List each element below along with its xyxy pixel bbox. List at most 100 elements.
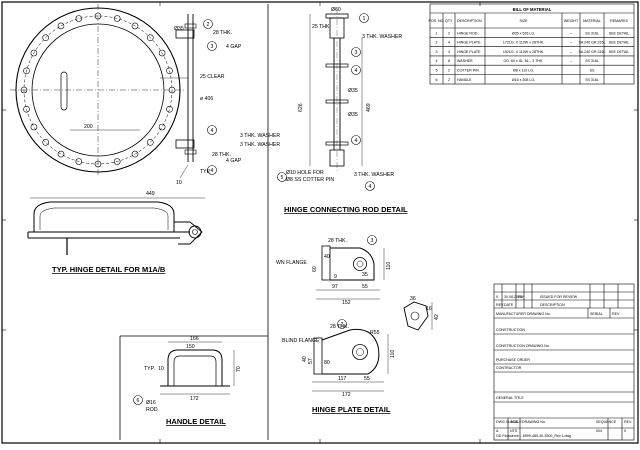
- dim-label: ø 406: [200, 96, 213, 102]
- bolt-hole: [158, 123, 166, 131]
- dim-label: 110: [386, 262, 392, 270]
- bolt-hole: [75, 15, 83, 22]
- balloon-label: 5: [281, 175, 284, 181]
- balloon-label: 3: [371, 238, 374, 244]
- dim-label: 200: [84, 124, 93, 130]
- dim-label: 40: [302, 356, 308, 362]
- dim-label: 80: [324, 360, 330, 366]
- footer-value: NTS: [510, 429, 518, 433]
- bom-cell: 2: [448, 31, 450, 35]
- plate-side-detail: [403, 301, 433, 331]
- bom-cell: 4: [448, 50, 450, 54]
- bolt-hole: [147, 139, 154, 146]
- handle-view: [160, 341, 235, 395]
- balloon: [367, 235, 377, 245]
- bom-header: POS. NO.: [429, 19, 445, 23]
- dim-label: 4 GAP: [226, 158, 242, 164]
- bom-cell: SS: [590, 69, 595, 73]
- dim-label: 3 THK. WASHER: [240, 133, 280, 139]
- bom-cell: –: [570, 59, 572, 63]
- bom-cell: HINGE ROD: [457, 31, 478, 35]
- bolt-hole: [158, 49, 166, 57]
- bom-cell: 6: [436, 78, 438, 82]
- bom-cell: SA 240 GR.316L: [579, 50, 606, 54]
- dim-label: 36: [410, 296, 416, 302]
- rev-header: REV.: [496, 303, 504, 307]
- balloon-label: 4: [211, 128, 214, 134]
- dim-label: 60: [312, 266, 318, 272]
- bom-header: QTY.: [445, 19, 453, 23]
- title-handle-detail: HANDLE DETAIL: [166, 417, 226, 426]
- dim-label: 449: [146, 191, 155, 197]
- balloon-label: 4: [369, 184, 372, 190]
- footer-value: 0: [624, 429, 626, 433]
- balloon: [337, 319, 347, 329]
- bolt-hole: [131, 150, 139, 158]
- bom-cell: –: [570, 41, 572, 45]
- rod-balloons: 1 3 4 4 5 4: [277, 13, 375, 191]
- border-ticks: [2, 2, 638, 443]
- bom-cell: 2: [436, 41, 438, 45]
- title-block-label: MANUFACTURER DRAWING No.: [496, 312, 551, 316]
- title-block-label: REV.: [612, 312, 620, 316]
- dim-label: Ø8 SS COTTER PIN: [286, 177, 334, 183]
- dim-label: TYP.: [200, 169, 211, 175]
- rev-cell: ISSUED FOR REVIEW: [540, 295, 578, 299]
- balloon-label: 2: [207, 22, 210, 28]
- dim-label: 57: [308, 358, 314, 364]
- connecting-rod-view: [309, 8, 363, 172]
- title-plate-detail: HINGE PLATE DETAIL: [312, 405, 391, 414]
- bom-cell: Ø35 x 526 LG.: [512, 31, 535, 35]
- balloon-label: 3: [355, 50, 358, 56]
- dim-label: 150: [186, 344, 195, 350]
- bolt-hole: [30, 123, 38, 131]
- balloon-label: 6: [137, 398, 140, 404]
- dim-label: 469: [366, 103, 372, 112]
- bolt-hole: [42, 139, 50, 146]
- dim-label: ROD: [146, 407, 158, 413]
- dim-label: 3 THK. WASHER: [354, 172, 394, 178]
- dim-label: Ø16: [146, 400, 156, 406]
- bom-cell: SEE DETAIL: [609, 31, 630, 35]
- dim-label: WN FLANGE: [276, 260, 307, 266]
- title-block-label: CONTRACTOR: [496, 366, 522, 370]
- dim-label: 55: [364, 376, 370, 382]
- balloon: [133, 395, 143, 405]
- title-hinge-detail: TYP. HINGE DETAIL FOR M1A/B: [52, 265, 166, 274]
- bom-cell: 2: [448, 78, 450, 82]
- bom-cell: SS 316L: [585, 78, 599, 82]
- balloon-label: 2: [341, 322, 344, 328]
- balloon-label: 4: [211, 168, 214, 174]
- hinge-plate-2: [312, 328, 389, 392]
- bolt-hole: [147, 34, 154, 42]
- dim-label: 28 THK.: [330, 324, 349, 330]
- dim-label: 70: [236, 366, 242, 372]
- bom-cell: –: [570, 50, 572, 54]
- bom-cell: HINGE PLATE: [457, 41, 481, 45]
- dim-label: 28 THK.: [212, 152, 231, 158]
- hinge-balloons: 2 3 4 4: [203, 19, 217, 175]
- dim-label: 4 GAP: [226, 44, 242, 50]
- bom-cell: SS 316L: [585, 59, 599, 63]
- balloon-label: 3: [211, 44, 214, 50]
- dim-label: 3 THK. WASHER: [240, 142, 280, 148]
- title-block-label: CONSTRUCTION DRAWING No.: [496, 344, 550, 348]
- title-block-label: SERIAL: [590, 312, 603, 316]
- dim-label: 25 THK.: [312, 24, 331, 30]
- dim-label: 16: [426, 306, 432, 312]
- dim-label: 172: [342, 392, 351, 398]
- dim-label: 152: [342, 300, 351, 306]
- bolt-hole: [57, 150, 65, 158]
- dim-label: 97: [332, 284, 338, 290]
- company-line: GD Flowserve – 8999-485-30-3500_Rev.1.dw…: [496, 434, 571, 438]
- dim-label: 28 THK.: [213, 30, 232, 36]
- rev-cell: 0: [496, 295, 498, 299]
- dim-label: 3 THK. WASHER: [362, 34, 402, 40]
- bom-cell: 5: [436, 69, 438, 73]
- bom-cell: OD. 60 x ID. 36 – 3 THK.: [504, 59, 544, 63]
- bom-cell: SS 316L: [585, 31, 599, 35]
- bolt-hole: [23, 105, 30, 113]
- dim-label: 55: [362, 284, 368, 290]
